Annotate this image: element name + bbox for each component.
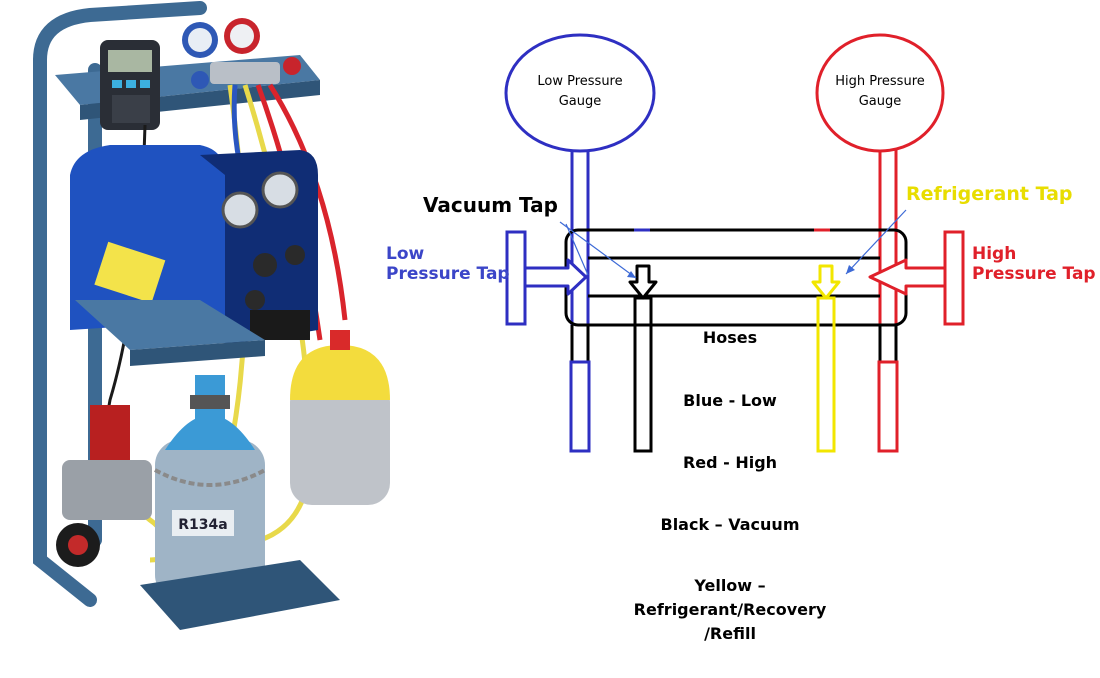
low-hose-pipe <box>570 325 590 362</box>
recovery-unit <box>70 145 318 345</box>
cylinder-label: R134a <box>178 517 227 533</box>
hoses-title: Hoses <box>702 328 758 347</box>
high-gauge-stem <box>878 150 898 362</box>
vacuum-pump <box>62 405 152 520</box>
legend-yellow: Yellow – Refrigerant/Recovery /Refill <box>633 576 827 643</box>
high-hose-pipe <box>878 325 898 362</box>
vacuum-tap-pointer <box>559 221 637 279</box>
black-vacuum-hose <box>633 296 653 453</box>
low-pressure-tap-knob <box>505 230 527 326</box>
low-pressure-gauge-label: Low Pressure Gauge <box>537 74 623 110</box>
refrigerant-tap-label: Refrigerant Tap <box>906 183 1073 205</box>
refrigerant-port-arrow <box>811 264 841 300</box>
yellow-refrigerant-tank <box>290 330 390 505</box>
recovery-cylinder: R134a <box>154 375 266 600</box>
vacuum-port-arrow <box>628 264 658 300</box>
manifold-gauge-set <box>182 18 301 89</box>
blue-low-hose <box>569 360 591 453</box>
digital-controller <box>100 40 160 130</box>
high-pressure-tap-label: High Pressure Tap <box>972 244 1096 284</box>
manifold-body <box>564 228 908 327</box>
manifold-channel <box>588 256 880 298</box>
manifold-diagram <box>504 33 965 453</box>
high-pressure-tap-knob <box>943 230 965 326</box>
high-pressure-gauge-label: High Pressure Gauge <box>835 74 925 110</box>
low-tap-pointer <box>565 223 589 276</box>
high-pressure-tap-arrow <box>868 258 947 296</box>
vacuum-tap-label: Vacuum Tap <box>423 193 558 217</box>
red-high-hose <box>877 360 899 453</box>
refrigerant-tap-pointer <box>845 209 907 275</box>
legend-blue: Blue - Low <box>683 391 777 410</box>
low-pressure-tap-label: Low Pressure Tap <box>386 244 510 284</box>
yellow-refrigerant-hose <box>816 296 836 453</box>
middle-shelf <box>75 300 265 350</box>
recovery-unit-photo: R134a <box>33 1 390 630</box>
legend-red: Red - High <box>682 453 778 472</box>
low-pressure-gauge <box>504 33 656 153</box>
low-pressure-tap-arrow <box>523 258 588 296</box>
cart-base <box>140 560 340 630</box>
wheel <box>56 523 100 567</box>
legend-black: Black – Vacuum <box>660 515 800 534</box>
